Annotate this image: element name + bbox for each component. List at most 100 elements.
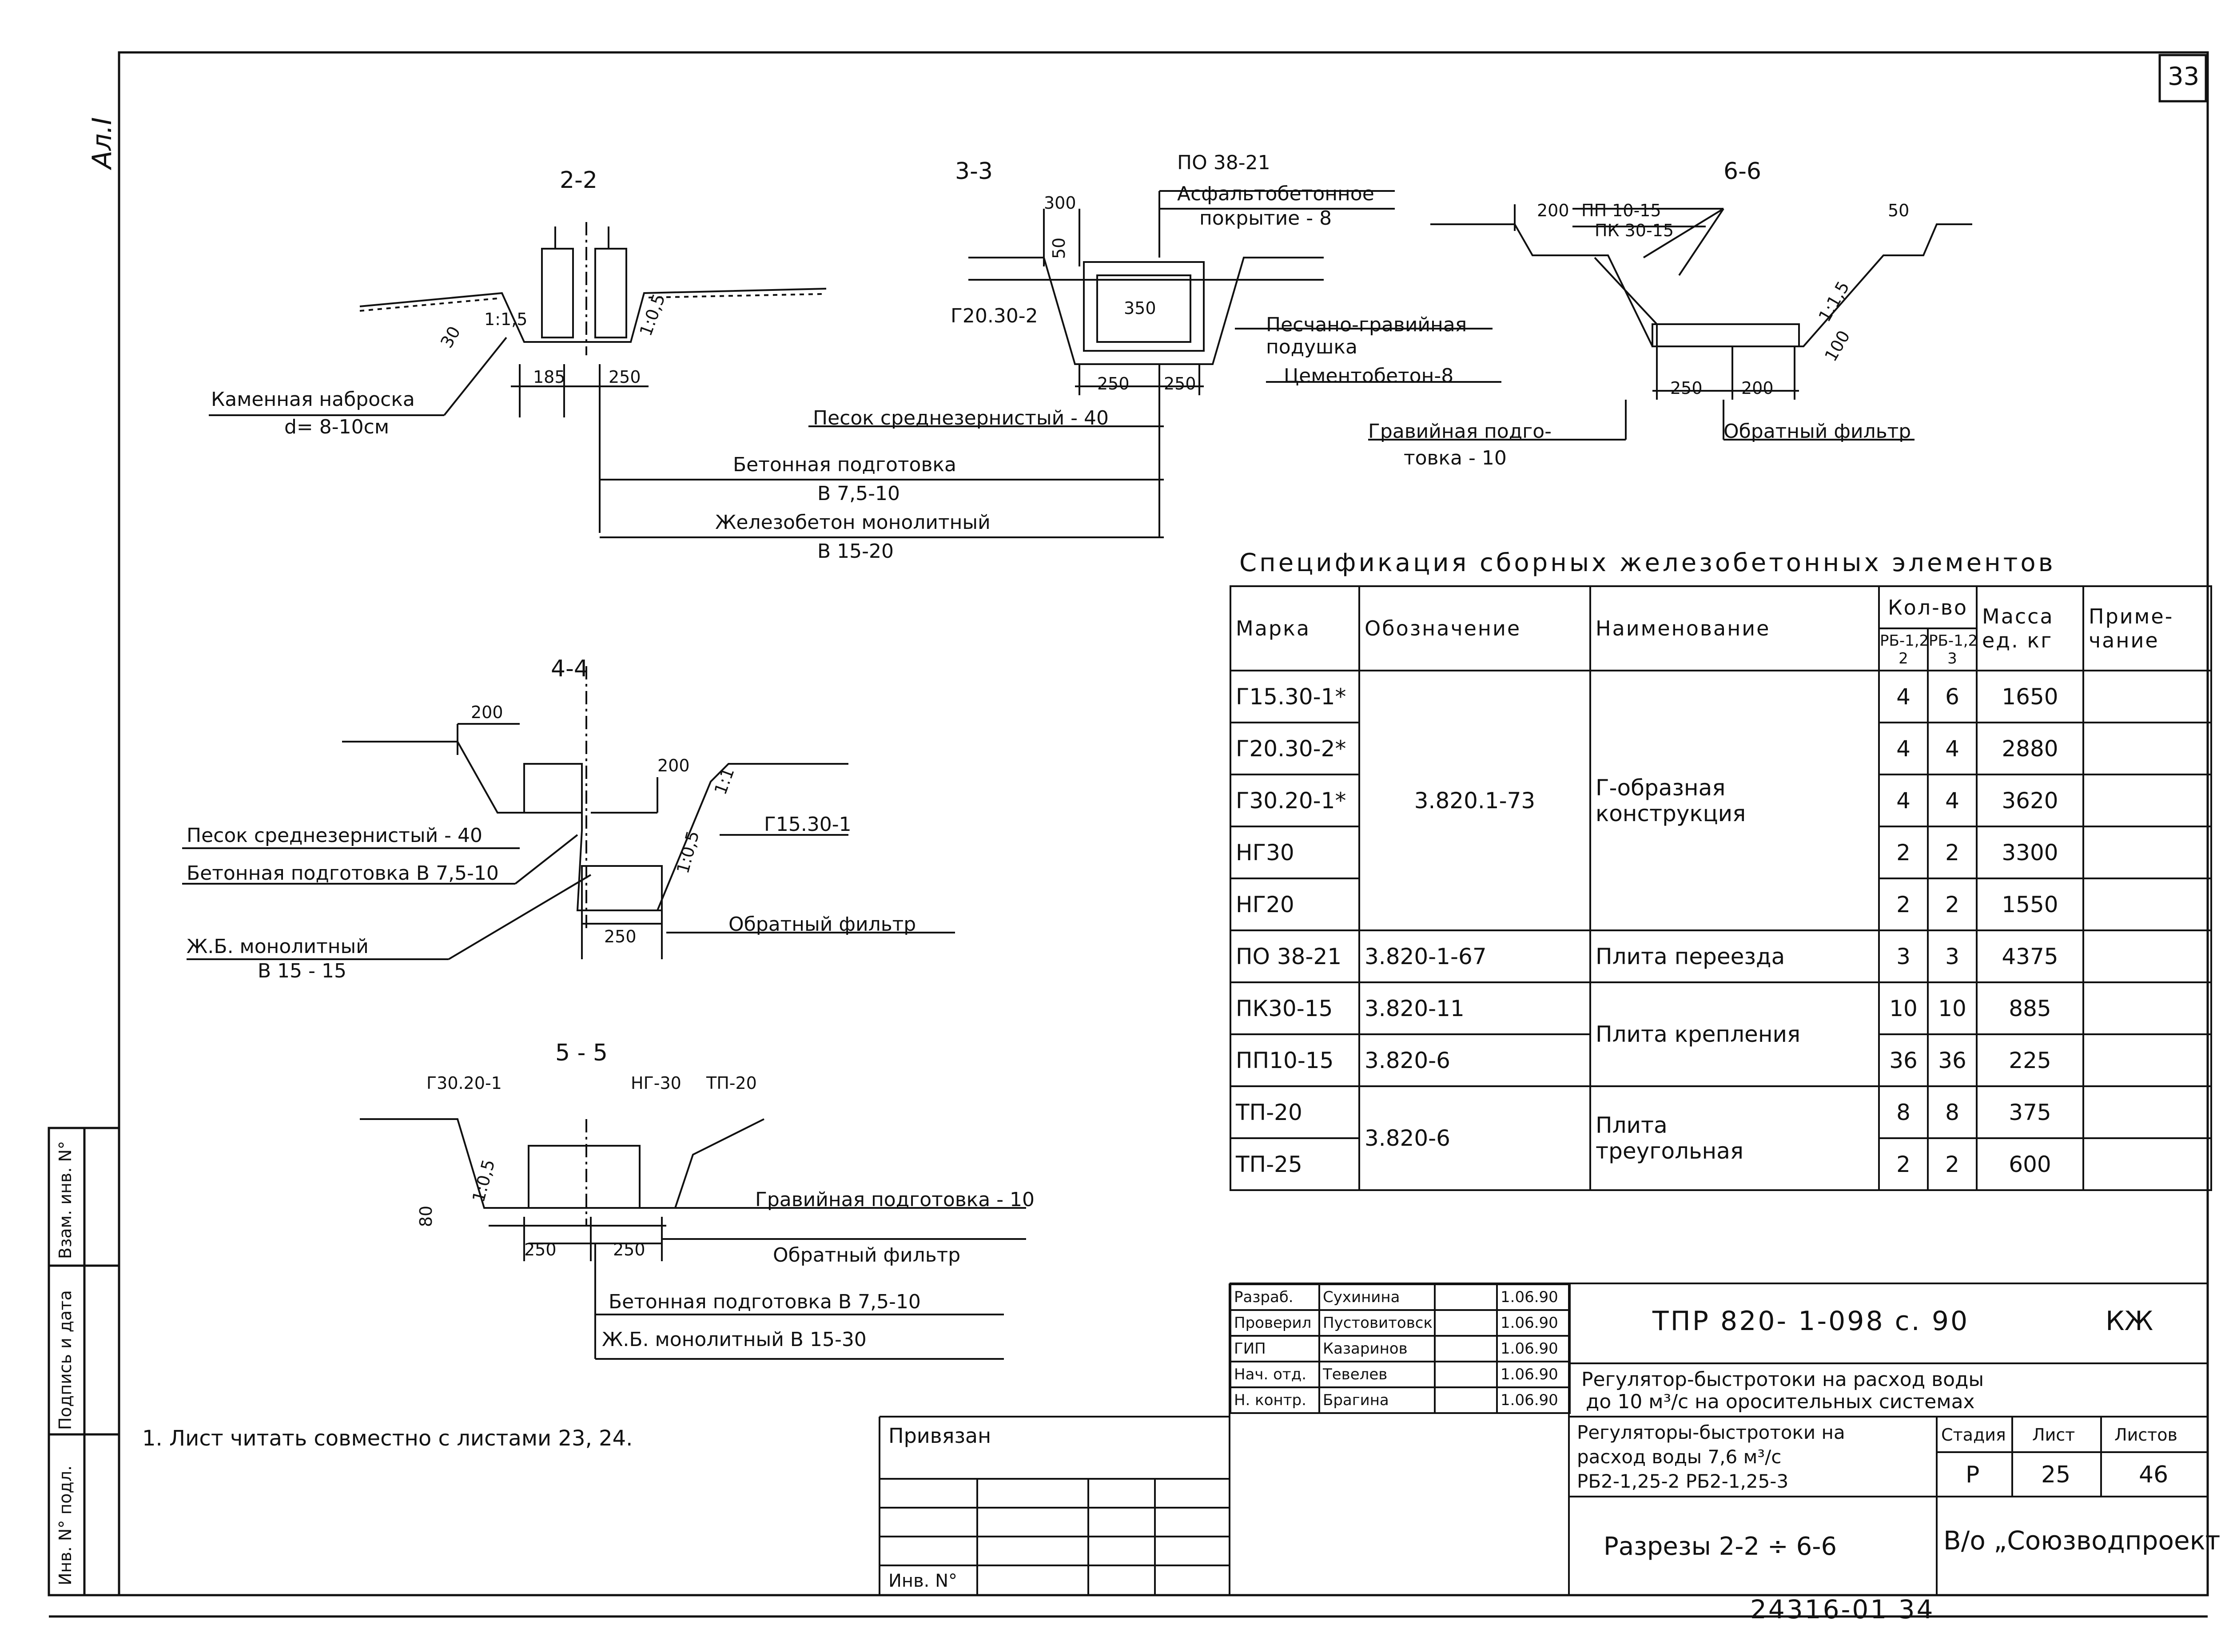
date: 1.06.90 — [1496, 1386, 1571, 1414]
person: Пустовитовский — [1318, 1309, 1436, 1337]
row-mass: 3300 — [1976, 826, 2084, 879]
signature — [1434, 1283, 1498, 1311]
footer-code: 24316-01 34 — [1750, 1594, 1935, 1624]
signature — [1434, 1309, 1498, 1337]
object-line-3: РБ2-1,25-2 РБ2-1,25-3 — [1577, 1470, 1789, 1492]
s22-dim-185: 185 — [533, 367, 565, 387]
row-qb: 2 — [1927, 878, 1978, 931]
row-mark: ПО 38-21 — [1230, 929, 1360, 983]
row-note — [2082, 981, 2212, 1035]
sheet-header: Лист — [2032, 1425, 2075, 1445]
section-2-2-title: 2-2 — [560, 167, 597, 194]
tp-designation: 3.820-6 — [1358, 1085, 1591, 1191]
inv-no-label: Инв. N° — [888, 1571, 957, 1591]
s44-label-3: В 15 - 15 — [258, 960, 346, 982]
role: Н. контр. — [1230, 1386, 1320, 1414]
row-qb: 2 — [1927, 826, 1978, 879]
row-qa: 3 — [1878, 929, 1929, 983]
s55-label-2: ТП-20 — [706, 1073, 757, 1093]
row-note — [2082, 722, 2212, 775]
s66-dim-50: 50 — [1888, 201, 1910, 220]
table-row: ТП-25 2 2 600 — [1230, 1137, 2212, 1191]
row-mass: 1650 — [1976, 670, 2084, 723]
row-qa: 8 — [1878, 1085, 1929, 1139]
side-vzam-inv: Взам. инв. N° — [56, 1141, 75, 1259]
col-qty-b: РБ-1,25-3 — [1927, 627, 1978, 671]
project-line-2: до 10 м³/с на оросительных системах — [1586, 1390, 1975, 1413]
person: Брагина — [1318, 1386, 1436, 1414]
signature-row: ПроверилПустовитовский 1.06.90 — [1230, 1309, 1571, 1337]
row-qa: 4 — [1878, 774, 1929, 827]
row-mark: ТП-25 — [1230, 1137, 1360, 1191]
section-3-3-title: 3-3 — [955, 158, 993, 185]
row-note — [2082, 929, 2212, 983]
section-2-2-drawing — [209, 222, 827, 533]
album-label: Ал.I — [87, 117, 118, 169]
row-note — [2082, 670, 2212, 723]
s55-label-3: Гравийная подготовка - 10 — [755, 1188, 1035, 1211]
doc-code: ТПР 820- 1-098 с. 90 — [1652, 1306, 1970, 1337]
s33-label-2: покрытие - 8 — [1199, 207, 1332, 230]
row-mark: ТП-20 — [1230, 1085, 1360, 1139]
signature — [1434, 1361, 1498, 1388]
s33-label-0: ПО 38-21 — [1177, 151, 1270, 174]
s55-label-6: Ж.Б. монолитный В 15-30 — [602, 1328, 867, 1351]
col-designation: Обозначение — [1358, 585, 1591, 671]
stage-header: Стадия — [1941, 1425, 2006, 1445]
general-note: 1. Лист читать совместно с листами 23, 2… — [142, 1426, 633, 1451]
s55-label-5: Бетонная подготовка В 7,5-10 — [609, 1291, 921, 1313]
row-mass: 2880 — [1976, 722, 2084, 775]
row-qb: 3 — [1927, 929, 1978, 983]
s66-dim-200b: 200 — [1741, 378, 1774, 398]
organization: В/о „Союзводпроект" — [1943, 1525, 2221, 1556]
sheet-value: 25 — [2041, 1461, 2071, 1488]
section-5-5-title: 5 - 5 — [555, 1040, 608, 1066]
row-qb: 4 — [1927, 722, 1978, 775]
s33-dim-250a: 250 — [1097, 374, 1130, 393]
signature-row: Н. контр.Брагина 1.06.90 — [1230, 1386, 1571, 1414]
object-line-1: Регуляторы-быстротоки на — [1577, 1422, 1845, 1443]
spec-table: Марка Обозначение Наименование Кол-во Ма… — [1230, 585, 2212, 1191]
section-6-6-title: 6-6 — [1723, 158, 1761, 185]
row-qa: 10 — [1878, 981, 1929, 1035]
s33-label-3: Г20.30-2 — [951, 305, 1038, 327]
date: 1.06.90 — [1496, 1335, 1571, 1362]
s33-label-6: Цементобетон-8 — [1284, 365, 1454, 387]
s44-label-5: Обратный фильтр — [728, 913, 916, 936]
role: Проверил — [1230, 1309, 1320, 1337]
row-qa: 2 — [1878, 1137, 1929, 1191]
row-note — [2082, 878, 2212, 931]
s55-label-4: Обратный фильтр — [773, 1244, 961, 1267]
s33-label-10: Железобетон монолитный — [715, 511, 991, 534]
title-block-grid — [879, 1283, 2208, 1595]
group-designation: 3.820.1-73 — [1358, 670, 1591, 931]
col-qty-a: РБ-1,25-2 — [1878, 627, 1929, 671]
date: 1.06.90 — [1496, 1283, 1571, 1311]
table-row: ПО 38-21 3.820-1-67 Плита переезда 3 3 4… — [1230, 929, 2212, 983]
person: Казаринов — [1318, 1335, 1436, 1362]
s22-label-0: Каменная наброска — [211, 388, 415, 411]
date: 1.06.90 — [1496, 1309, 1571, 1337]
section-4-4-title: 4-4 — [551, 655, 589, 682]
po-designation: 3.820-1-67 — [1358, 929, 1591, 983]
pk-designation: 3.820-11 — [1358, 981, 1591, 1035]
role: ГИП — [1230, 1335, 1320, 1362]
section-6-6-drawing — [1368, 204, 1972, 441]
s33-label-4: Песчано-гравийная — [1266, 314, 1467, 336]
s33-dim-250b: 250 — [1164, 374, 1196, 393]
row-mark: Г30.20-1* — [1230, 774, 1360, 827]
s33-label-7: Песок среднезернистый - 40 — [813, 407, 1109, 429]
s66-label-1: ПК 30-15 — [1595, 221, 1674, 240]
po-name: Плита переезда — [1589, 929, 1880, 983]
drawing-title: Разрезы 2-2 ÷ 6-6 — [1604, 1532, 1837, 1561]
s66-dim-250: 250 — [1670, 378, 1703, 398]
s55-dim-80: 80 — [416, 1205, 436, 1227]
role: Нач. отд. — [1230, 1361, 1320, 1388]
stage-value: Р — [1966, 1461, 1980, 1488]
section-4-4-drawing — [182, 666, 955, 960]
table-row: НГ30 2 2 3300 — [1230, 826, 2212, 879]
